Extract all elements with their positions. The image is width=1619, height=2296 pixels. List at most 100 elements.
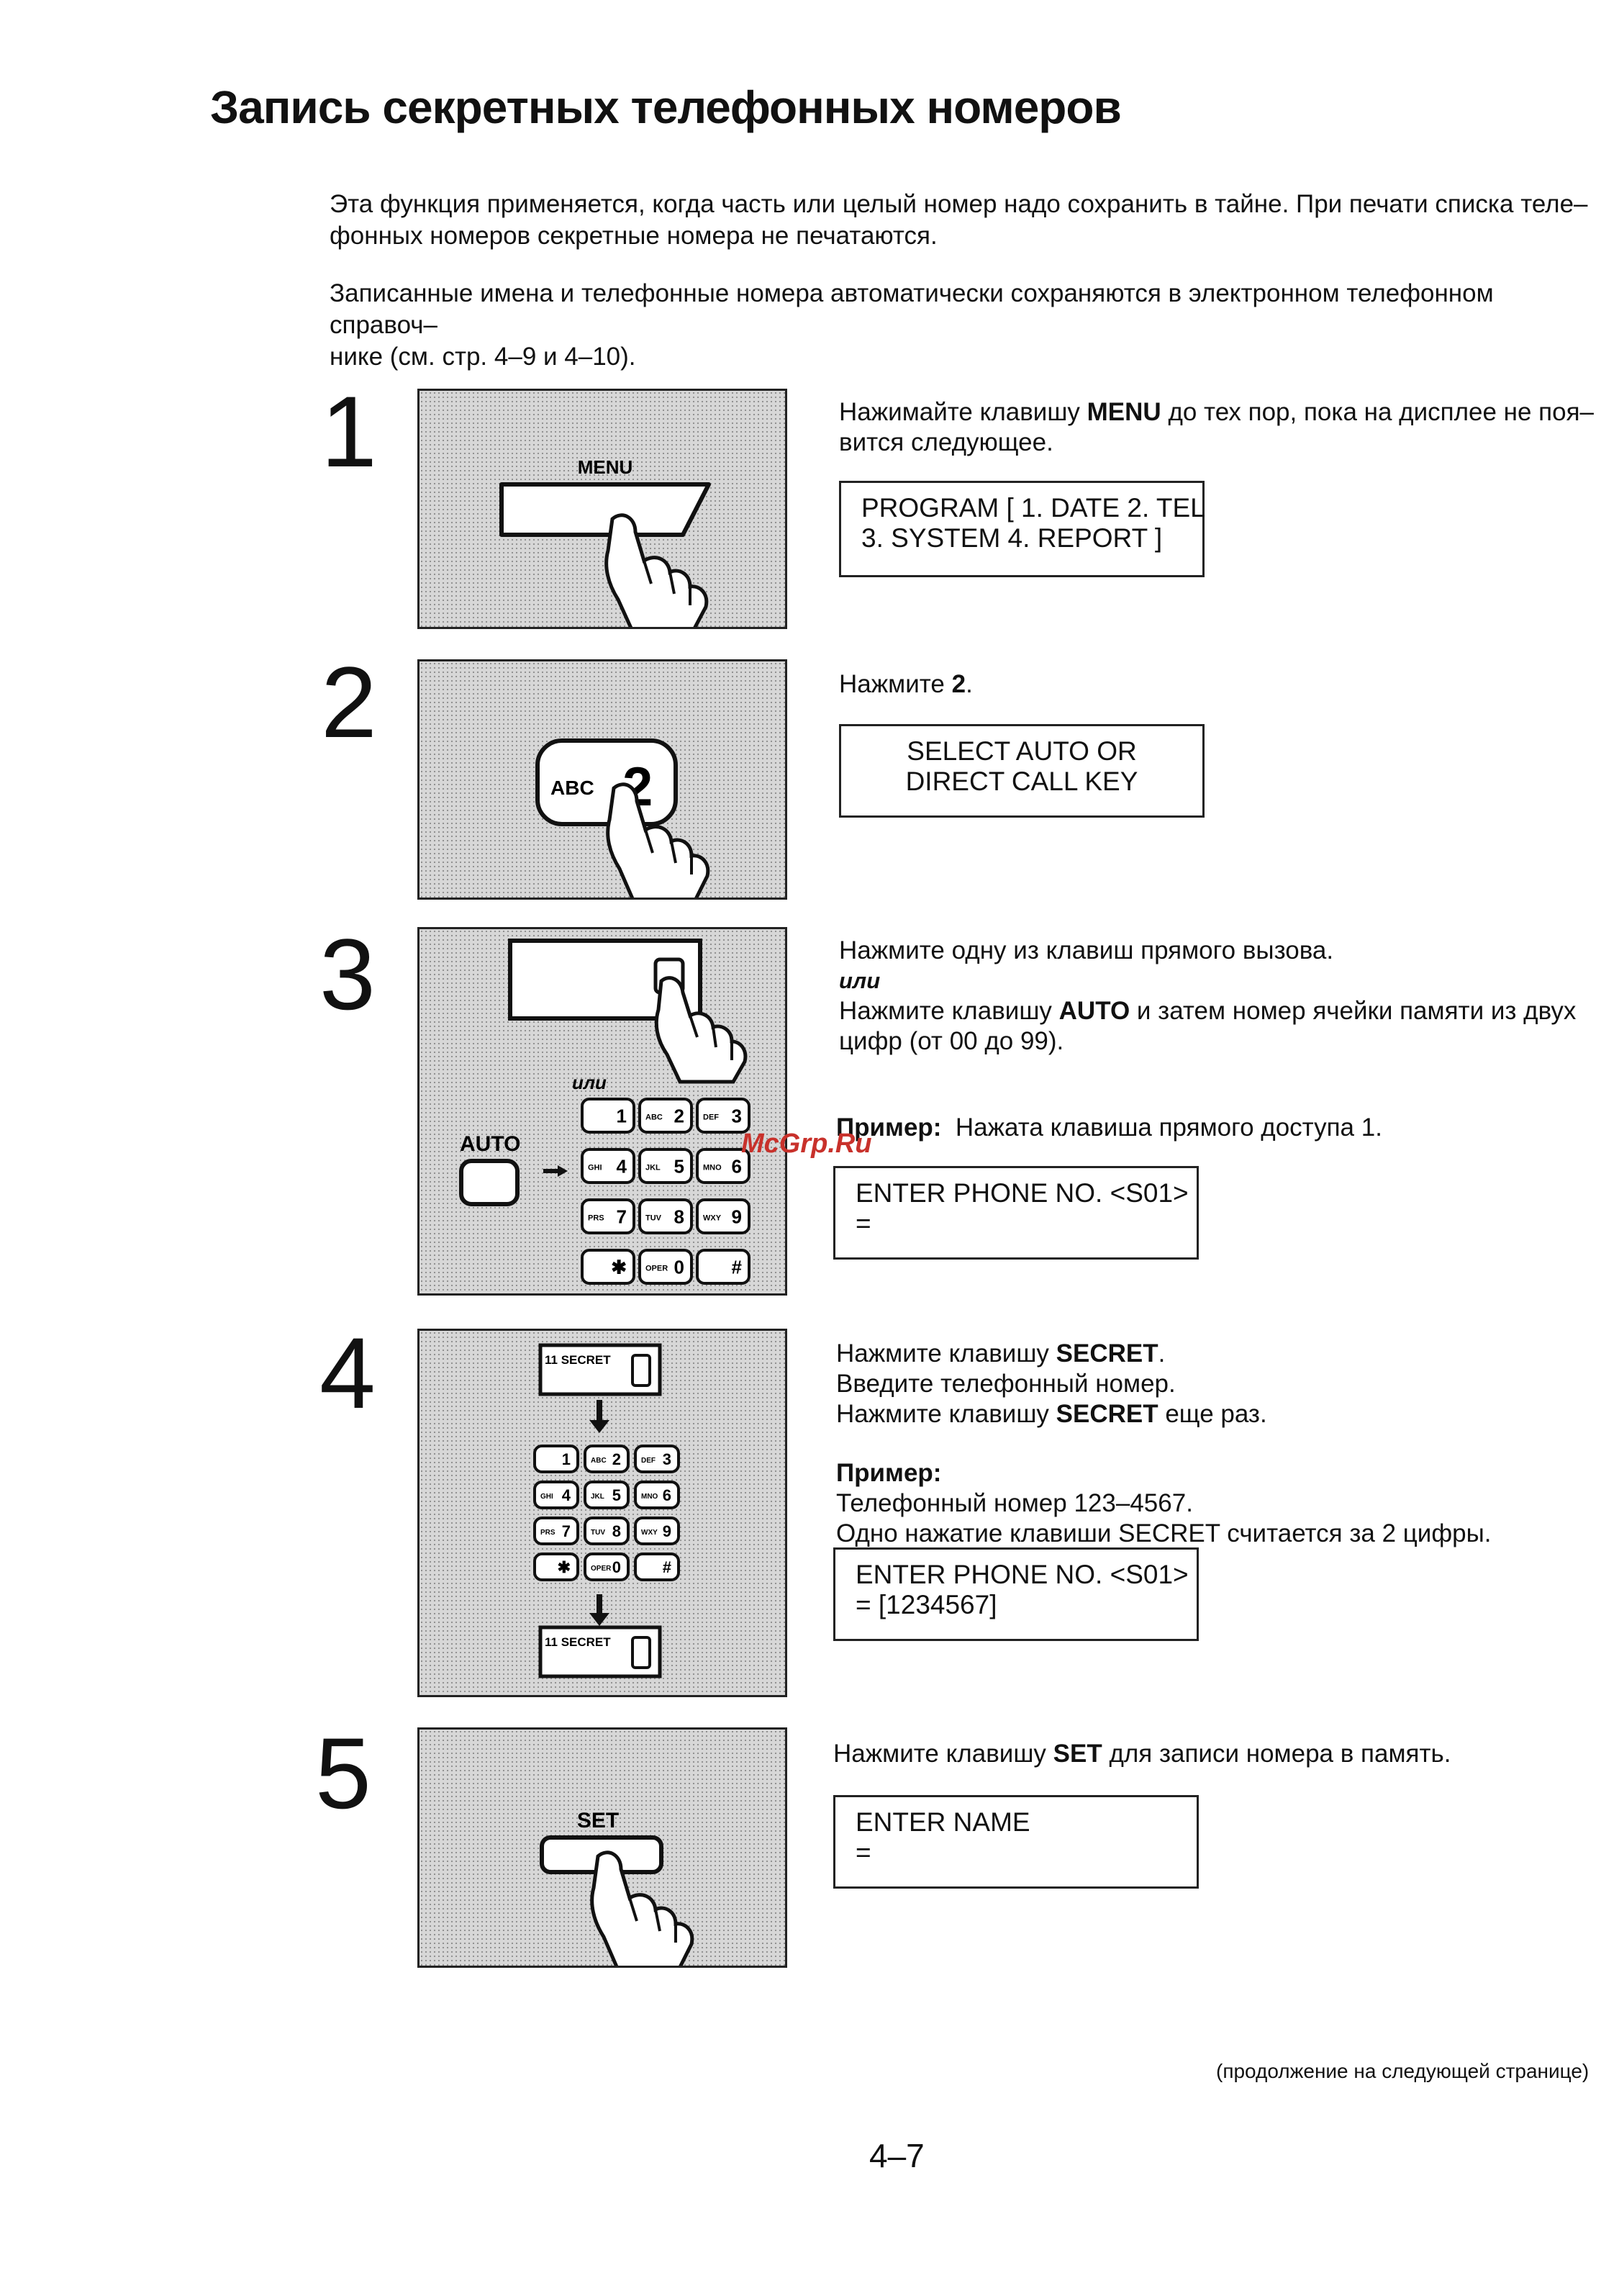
continued-note: (продолжение на следующей странице): [1216, 2060, 1589, 2082]
page-title: Запись секретных телефонных номеров: [210, 81, 1122, 133]
keypad-key-hash: #: [696, 1249, 750, 1285]
display-line-2: 3. SYSTEM 4. REPORT ]: [861, 523, 1163, 553]
svg-text:WXY: WXY: [703, 1214, 722, 1223]
step-1-number: 1: [321, 375, 377, 488]
svg-text:MNO: MNO: [703, 1164, 722, 1172]
step-3-description: Нажмите одну из клавиш прямого вызова. и…: [839, 936, 1602, 1057]
intro-paragraph-2: Записанные имена и телефонные номера авт…: [330, 278, 1603, 373]
menu-key-drawing: MENU: [499, 456, 711, 627]
display-line-2: DIRECT CALL KEY: [905, 767, 1138, 796]
svg-text:✱: ✱: [558, 1558, 571, 1576]
step-3-text-line3key: AUTO: [1058, 997, 1130, 1025]
keypad-key-6: MNO 6: [696, 1148, 750, 1184]
auto-key-icon: [459, 1159, 520, 1206]
svg-text:DEF: DEF: [703, 1113, 719, 1122]
set-key-drawing: SET: [540, 1809, 694, 1966]
arrow-down-icon: [589, 1420, 609, 1433]
display-line-2: =: [856, 1838, 871, 1867]
step-2-description: Нажмите 2.: [839, 669, 973, 700]
svg-text:3: 3: [663, 1450, 671, 1468]
secret-key-icon: [631, 1354, 651, 1387]
example-label: Пример:: [836, 1113, 942, 1142]
svg-text:2: 2: [612, 1450, 621, 1468]
step-3-text-or: или: [839, 968, 881, 993]
step-1-text-line2: вится следующее.: [839, 428, 1053, 456]
step-4-text-line3b: еще раз.: [1158, 1400, 1267, 1428]
step-4-number: 4: [319, 1316, 376, 1429]
display-line-1: SELECT AUTO OR: [907, 736, 1137, 766]
step-1-text-a: Нажимайте клавишу: [839, 398, 1087, 426]
pressing-finger-icon: [606, 782, 710, 898]
svg-text:3: 3: [732, 1105, 742, 1126]
step-5-number: 5: [315, 1717, 371, 1830]
step-2-text-a: Нажмите: [839, 670, 952, 698]
svg-text:#: #: [663, 1558, 671, 1576]
intro-p1-line1: Эта функция применяется, когда часть или…: [330, 190, 1588, 218]
svg-text:PRS: PRS: [540, 1529, 555, 1537]
secret-key-label: 11 SECRET: [545, 1353, 611, 1367]
pressing-finger-icon: [654, 976, 748, 1084]
arrow-right-icon: [558, 1165, 568, 1177]
svg-text:GHI: GHI: [588, 1164, 602, 1172]
svg-text:GHI: GHI: [540, 1493, 553, 1501]
keypad-key-3: DEF 3: [634, 1445, 680, 1473]
step-4-text-line1b: .: [1158, 1339, 1166, 1368]
display-line-2: =: [856, 1208, 871, 1238]
keypad-key-hash: #: [634, 1552, 680, 1581]
svg-text:4: 4: [617, 1155, 627, 1177]
svg-text:DEF: DEF: [641, 1457, 656, 1465]
svg-text:5: 5: [674, 1155, 684, 1177]
svg-text:ABC: ABC: [645, 1113, 663, 1122]
svg-text:OPER: OPER: [645, 1265, 668, 1273]
pressing-finger-icon: [604, 513, 709, 627]
svg-text:7: 7: [562, 1522, 571, 1540]
step-5-text-key: SET: [1053, 1740, 1102, 1768]
intro-p2-line2: нике (см. стр. 4–9 и 4–10).: [330, 343, 636, 371]
step-2-text-b: .: [966, 670, 973, 698]
svg-text:OPER: OPER: [591, 1565, 612, 1573]
step-5-description: Нажмите клавишу SET для записи номера в …: [833, 1739, 1451, 1769]
svg-text:8: 8: [612, 1522, 621, 1540]
svg-text:6: 6: [663, 1486, 671, 1504]
step-4-example: Пример: Телефонный номер 123–4567. Одно …: [836, 1458, 1606, 1549]
display-line-1: PROGRAM [ 1. DATE 2. TEL: [861, 493, 1205, 523]
step-2-number: 2: [321, 646, 377, 759]
svg-text:JKL: JKL: [645, 1164, 661, 1172]
svg-text:9: 9: [663, 1522, 671, 1540]
set-key-label: SET: [577, 1809, 619, 1832]
step-3-text-line3a: Нажмите клавишу: [839, 997, 1059, 1025]
secret-key-label: 11 SECRET: [545, 1635, 611, 1649]
svg-text:5: 5: [612, 1486, 621, 1504]
svg-text:8: 8: [674, 1206, 684, 1227]
page-number: 4–7: [869, 2137, 925, 2174]
secret-key-icon: [631, 1636, 651, 1669]
step-1-description: Нажимайте клавишу MENU до тех пор, пока …: [839, 397, 1602, 458]
keypad-key-6: MNO 6: [634, 1481, 680, 1509]
svg-text:6: 6: [732, 1155, 742, 1177]
auto-key-label: AUTO: [460, 1132, 520, 1156]
step-4-text-line1a: Нажмите клавишу: [836, 1339, 1056, 1368]
example-line-2: Одно нажатие клавиши SECRET считается за…: [836, 1519, 1492, 1547]
step-4-text-line3a: Нажмите клавишу: [836, 1400, 1056, 1428]
step-3-text-line4: цифр (от 00 до 99).: [839, 1027, 1064, 1055]
step-5-display: ENTER NAME =: [833, 1795, 1199, 1889]
arrow-down-icon: [589, 1613, 609, 1626]
svg-text:JKL: JKL: [591, 1493, 604, 1501]
key-2-drawing: ABC 2: [535, 738, 710, 898]
step-3-display: ENTER PHONE NO. <S01> =: [833, 1166, 1199, 1260]
step-2-display: SELECT AUTO OR DIRECT CALL KEY: [839, 724, 1205, 818]
step-1-display: PROGRAM [ 1. DATE 2. TEL 3. SYSTEM 4. RE…: [839, 481, 1205, 577]
step-1-text-b: до тех пор, пока на дисплее не поя–: [1161, 398, 1595, 426]
keypad-key-star: ✱: [533, 1552, 579, 1581]
intro-p1-line2: фонных номеров секретные номера не печат…: [330, 222, 938, 250]
svg-text:MNO: MNO: [641, 1493, 658, 1501]
